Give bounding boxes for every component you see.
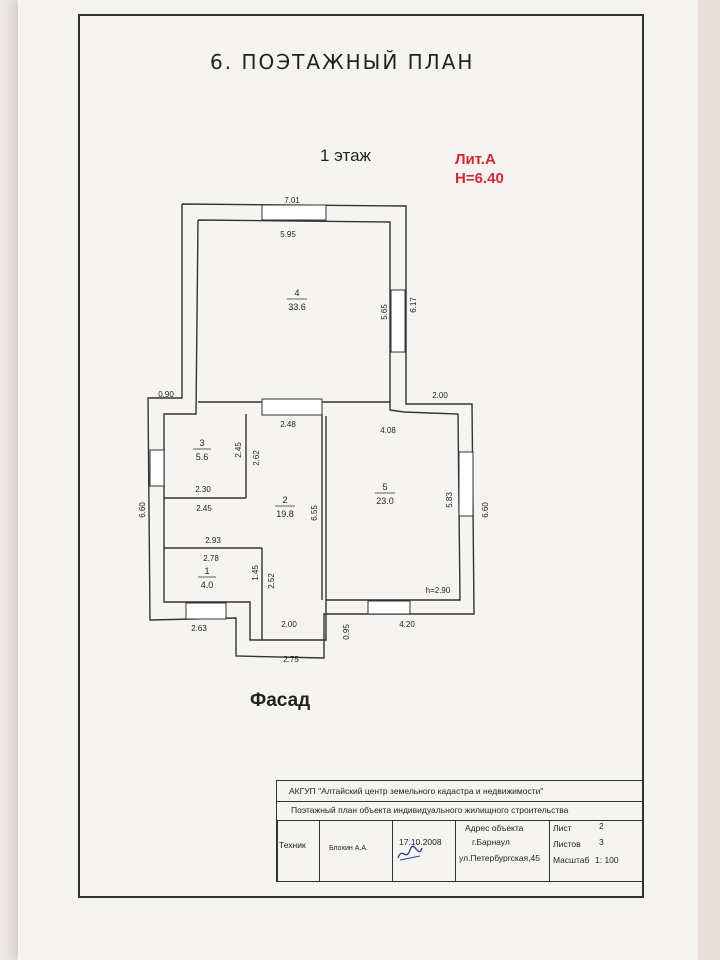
dim-bottom-left: 2.63 — [191, 624, 207, 633]
drawing-frame — [78, 14, 644, 898]
floor-label: 1 этаж — [320, 146, 371, 165]
room-area: 23.0 — [376, 496, 394, 506]
room-area: 33.6 — [288, 302, 306, 312]
street: ул.Петербургская,45 — [459, 853, 540, 863]
dim-room1-top-inner: 2.78 — [203, 554, 219, 563]
outer-wall — [147, 203, 475, 659]
dim-room2-lower-h: 2.52 — [267, 573, 276, 589]
walls — [147, 203, 475, 659]
scale-value: 1: 100 — [595, 855, 619, 865]
dim-top-outer: 7.01 — [284, 196, 300, 205]
dim-right-step: 2.00 — [432, 391, 448, 400]
building-letter: Лит.А H=6.40 — [455, 150, 504, 188]
dim-room1-top-outer: 2.93 — [205, 536, 221, 545]
room-number: 4 — [294, 288, 299, 298]
title-block-org-row: АКГУП "Алтайский центр земельного кадаст… — [277, 781, 643, 802]
subject: Поэтажный план объекта индивидуального ж… — [291, 805, 569, 815]
dim-corr-w: 2.45 — [196, 504, 212, 513]
dim-room4-right-inner: 5.65 — [380, 304, 389, 320]
room-area: 19.8 — [276, 509, 294, 519]
signature — [397, 845, 423, 861]
person: Блохин А.А. — [329, 845, 368, 852]
room-number: 1 — [204, 566, 209, 576]
role: Техник — [279, 840, 306, 850]
room-area: 5.6 — [196, 452, 209, 462]
room-labels: 4 33.6 3 5.6 2 19.8 5 23.0 1 4.0 — [193, 288, 395, 590]
title-block-subject-row: Поэтажный план объекта индивидуального ж… — [277, 801, 643, 821]
room-number: 5 — [382, 482, 387, 492]
dim-corr-top: 2.48 — [280, 420, 296, 429]
height-label: H=6.40 — [455, 170, 504, 187]
dim-left-step: 0.90 — [158, 390, 174, 399]
dim-room5-top: 4.08 — [380, 426, 396, 435]
sheets-label: Листов — [553, 839, 581, 849]
dim-corr-h: 2.62 — [252, 450, 261, 466]
dim-right-total: 6.60 — [481, 502, 490, 518]
city: г.Барнаул — [472, 837, 510, 847]
sheets-count: 3 — [599, 837, 604, 847]
scale-label: Масштаб — [553, 855, 590, 865]
inner-wall — [163, 219, 461, 641]
dim-left-total: 6.60 — [138, 502, 147, 518]
dim-room3-h: 2.45 — [234, 442, 243, 458]
room-number: 2 — [282, 495, 287, 505]
address-label: Адрес объекта — [465, 823, 524, 833]
room-number: 3 — [199, 438, 204, 448]
window-right-room4 — [390, 289, 406, 353]
dim-porch-inner: 2.00 — [281, 620, 297, 629]
window-left — [149, 449, 165, 487]
dim-room5-h: 5.83 — [445, 492, 454, 508]
window-right-room5 — [458, 451, 474, 517]
dim-room3-w: 2.30 — [195, 485, 211, 494]
page-title: 6. ПОЭТАЖНЫЙ ПЛАН — [210, 50, 475, 74]
sheet-label: Лист — [553, 823, 572, 833]
date: 17.10.2008 — [399, 837, 442, 847]
room-area: 4.0 — [201, 580, 214, 590]
window-top — [261, 204, 327, 221]
windows — [149, 204, 474, 620]
dim-top-inner: 5.95 — [280, 230, 296, 239]
org-name: АКГУП "Алтайский центр земельного кадаст… — [289, 786, 544, 796]
facade-label: Фасад — [250, 690, 311, 711]
dim-room1-h: 1.45 — [251, 565, 260, 581]
document-page — [18, 0, 698, 960]
dim-ceiling: h=2.90 — [426, 586, 451, 595]
lit-label: Лит.А — [455, 151, 496, 168]
dim-room4-right-outer: 6.17 — [409, 297, 418, 313]
window-bottom-room1 — [185, 602, 227, 620]
window-bottom-room5 — [367, 600, 411, 615]
dim-porch-depth: 0.95 — [342, 624, 351, 640]
sheet-number: 2 — [599, 821, 604, 831]
title-block: АКГУП "Алтайский центр земельного кадаст… — [276, 780, 644, 882]
dim-porch-outer: 2.75 — [283, 655, 299, 664]
doorway-room2 — [261, 398, 323, 416]
dim-bottom-right: 4.20 — [399, 620, 415, 629]
dim-room2-h: 6.55 — [310, 505, 319, 521]
